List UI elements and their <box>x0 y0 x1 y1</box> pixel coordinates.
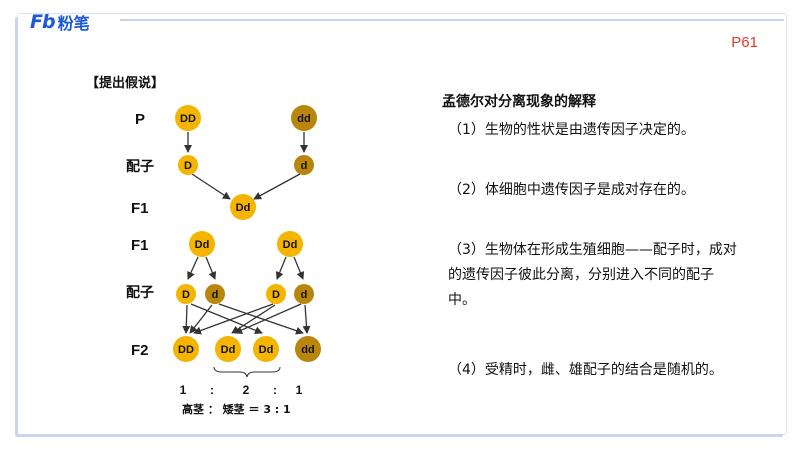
row-label-f1-b: F1 <box>131 237 149 254</box>
row-label-gamete-2: 配子 <box>126 284 154 300</box>
logo-mark: Fb <box>30 11 56 33</box>
gamete2-4-circle <box>294 284 314 304</box>
f1-parent-b-circle <box>277 231 303 257</box>
gamete2-3-circle <box>266 284 286 304</box>
row-label-p: P <box>135 111 145 128</box>
arrow-g3-to-dd1 <box>231 304 276 334</box>
arrow-gamete-r-to-f1 <box>253 173 301 200</box>
gamete2-1-circle <box>176 284 196 304</box>
explanation-point-3: （3）生物体在形成生殖细胞——配子时，成对的遗传因子彼此分离，分别进入不同的配子… <box>448 242 737 308</box>
gamete1-dominant-circle <box>178 155 198 175</box>
f1-parent-b-label: Dd <box>283 239 298 251</box>
f2-3-circle <box>253 336 279 362</box>
gamete1-recessive-label: d <box>301 160 308 172</box>
arrow-g1-to-dd2 <box>190 303 263 335</box>
header-divider <box>120 19 784 21</box>
brace <box>213 366 281 378</box>
explanation-title: 孟德尔对分离现象的解释 <box>442 94 596 110</box>
p-recessive-circle <box>291 105 317 131</box>
ratio-2: 2 <box>243 383 250 397</box>
gamete1-recessive-circle <box>294 155 314 175</box>
f2-2-circle <box>215 336 241 362</box>
f2-1-label: DD <box>178 344 194 356</box>
explanation-point-2: （2）体细胞中遗传因子是成对存在的。 <box>448 182 695 198</box>
arrow-g4-to-rr <box>302 304 311 334</box>
ratio-colon-2: : <box>273 383 277 397</box>
ratio-3: 1 <box>296 383 303 397</box>
cross-arrows <box>182 132 311 335</box>
arrow-f1a-to-r <box>205 256 217 280</box>
arrow-g3-to-dd <box>193 303 274 335</box>
page-number: P61 <box>731 34 758 51</box>
brand-logo: Fb 粉笔 <box>30 10 90 34</box>
f1-label: Dd <box>236 202 251 214</box>
explanation-point-4: （4）受精时，雌、雄配子的结合是随机的。 <box>448 362 723 378</box>
explanation-point-1: （1）生物的性状是由遗传因子决定的。 <box>448 122 695 138</box>
gamete2-4-label: d <box>301 289 308 301</box>
arrow-g4-to-dd1 <box>234 303 302 334</box>
f1-circle <box>230 194 256 220</box>
hypothesis-title: 【提出假说】 <box>86 76 165 91</box>
ratio-colon-1: : <box>210 383 214 397</box>
gamete2-1-label: D <box>182 289 190 301</box>
row-label-f2: F2 <box>131 342 149 359</box>
f2-4-circle <box>295 336 321 362</box>
row-label-gamete-1: 配子 <box>126 158 154 174</box>
arrow-gamete-d-to-f1 <box>191 173 231 200</box>
p-dominant-label: DD <box>180 113 196 125</box>
gamete2-2-label: d <box>212 289 219 301</box>
f1-parent-a-circle <box>189 231 215 257</box>
slide-frame <box>18 14 786 434</box>
f2-2-label: Dd <box>221 344 236 356</box>
arrow-f1a-to-d <box>187 256 199 280</box>
arrow-g1-to-dd <box>182 304 191 334</box>
gamete2-2-circle <box>205 284 225 304</box>
gamete2-3-label: D <box>272 289 280 301</box>
p-recessive-label: dd <box>297 113 310 125</box>
logo-text: 粉笔 <box>57 14 90 33</box>
row-label-f1-a: F1 <box>131 200 149 217</box>
f2-3-label: Dd <box>259 344 274 356</box>
f2-1-circle <box>173 336 199 362</box>
gamete1-dominant-label: D <box>184 160 192 172</box>
arrow-g2-to-dd <box>189 304 213 334</box>
p-dominant-circle <box>175 105 201 131</box>
f1-parent-a-label: Dd <box>195 239 210 251</box>
arrow-g2-to-rr <box>218 303 304 335</box>
ratio-1: 1 <box>180 383 187 397</box>
arrow-f1b-to-r <box>293 256 305 280</box>
arrow-f1b-to-d <box>275 256 287 280</box>
phenotype-ratio: 高茎 ： 矮茎 ＝ 3 : 1 <box>182 402 291 416</box>
f2-4-label: dd <box>301 344 314 356</box>
